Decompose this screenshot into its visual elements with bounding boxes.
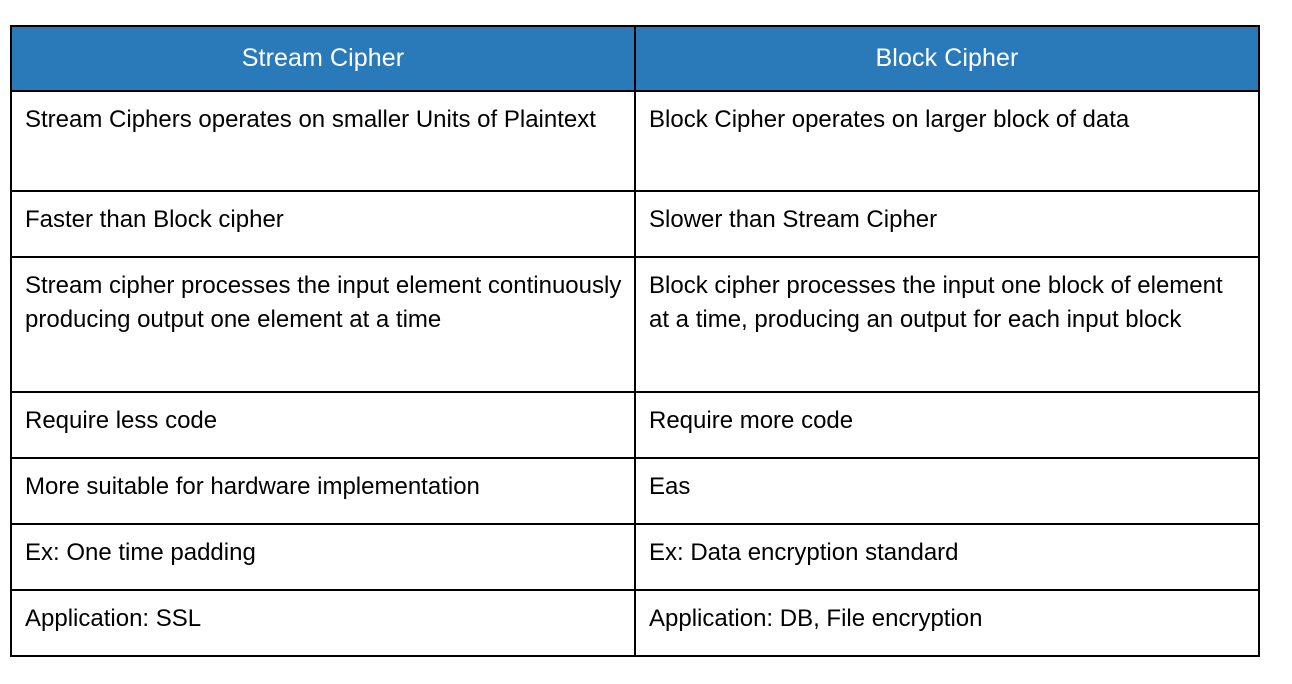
table-row: Application: SSL Application: DB, File e… <box>10 589 1260 657</box>
cell-block-7: Application: DB, File encryption <box>634 589 1260 657</box>
cell-block-6: Ex: Data encryption standard <box>634 523 1260 591</box>
cell-text: More suitable for hardware implementatio… <box>25 473 480 500</box>
cell-stream-6: Ex: One time padding <box>10 523 636 591</box>
cell-block-2: Slower than Stream Cipher <box>634 190 1260 258</box>
cell-stream-7: Application: SSL <box>10 589 636 657</box>
cell-text: Block cipher processes the input one blo… <box>649 272 1223 333</box>
cell-text: Require more code <box>649 407 854 434</box>
column-header-stream-cipher: Stream Cipher <box>10 25 636 92</box>
cell-text: Stream cipher processes the input elemen… <box>25 272 622 333</box>
cell-text: Require less code <box>25 407 218 434</box>
table-row: Ex: One time padding Ex: Data encryption… <box>10 523 1260 591</box>
cell-text: Faster than Block cipher <box>25 206 284 233</box>
cell-text: Slower than Stream Cipher <box>649 206 938 233</box>
cell-text: Stream Ciphers operates on smaller Units… <box>25 106 596 133</box>
table-header: Stream Cipher Block Cipher <box>10 25 1260 92</box>
table-row: Stream cipher processes the input elemen… <box>10 256 1260 393</box>
cell-block-3: Block cipher processes the input one blo… <box>634 256 1260 393</box>
cipher-comparison-table: Stream Cipher Block Cipher Stream Cipher… <box>10 25 1260 657</box>
cell-text: Application: SSL <box>25 605 202 632</box>
cell-block-5: Eas <box>634 457 1260 525</box>
table-row: Stream Ciphers operates on smaller Units… <box>10 90 1260 192</box>
cell-text: Ex: One time padding <box>25 539 256 566</box>
table-body: Stream Ciphers operates on smaller Units… <box>10 90 1260 657</box>
cell-text: Ex: Data encryption standard <box>649 539 959 566</box>
column-header-block-cipher: Block Cipher <box>634 25 1260 92</box>
table-row: Faster than Block cipher Slower than Str… <box>10 190 1260 258</box>
table-header-row: Stream Cipher Block Cipher <box>10 25 1260 92</box>
cell-stream-4: Require less code <box>10 391 636 459</box>
cell-text: Block Cipher operates on larger block of… <box>649 106 1130 133</box>
table-row: More suitable for hardware implementatio… <box>10 457 1260 525</box>
table-row: Require less code Require more code <box>10 391 1260 459</box>
cell-text: Eas <box>649 473 691 500</box>
cell-stream-3: Stream cipher processes the input elemen… <box>10 256 636 393</box>
cell-stream-5: More suitable for hardware implementatio… <box>10 457 636 525</box>
cell-block-4: Require more code <box>634 391 1260 459</box>
cell-text: Application: DB, File encryption <box>649 605 983 632</box>
cell-stream-1: Stream Ciphers operates on smaller Units… <box>10 90 636 192</box>
cell-stream-2: Faster than Block cipher <box>10 190 636 258</box>
cell-block-1: Block Cipher operates on larger block of… <box>634 90 1260 192</box>
